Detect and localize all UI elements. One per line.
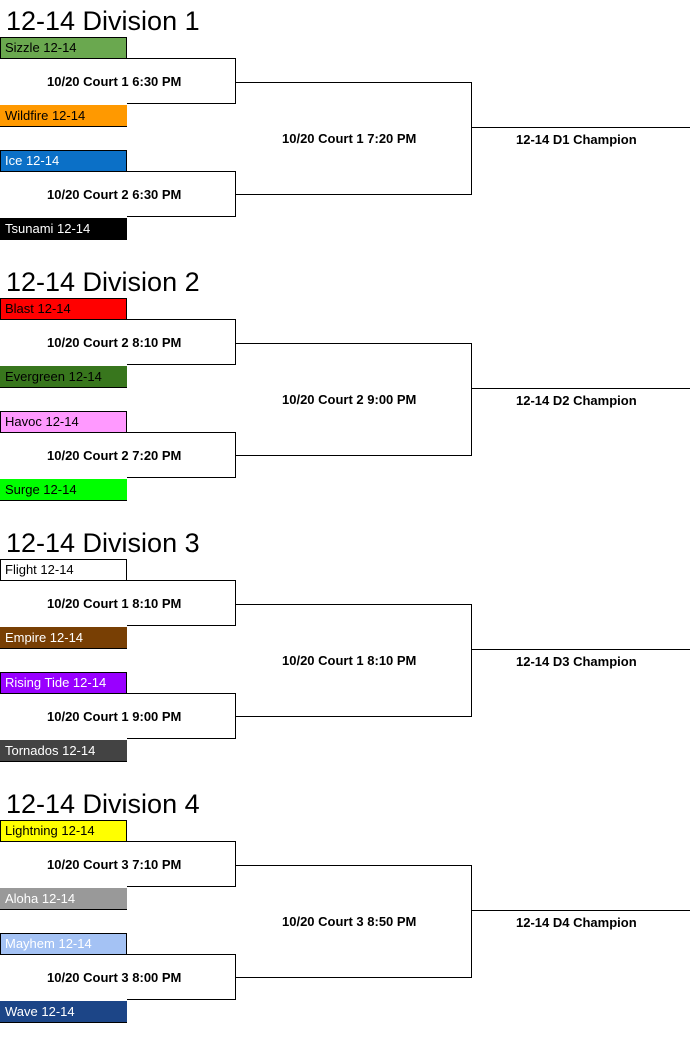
bracket-line — [471, 127, 690, 128]
bracket-line — [235, 977, 472, 978]
bracket-line — [127, 738, 236, 739]
bracket-line — [127, 693, 236, 694]
bracket-line — [471, 910, 690, 911]
bracket-line — [127, 999, 236, 1000]
division-1: 12-14 Division 1 Sizzle 12-14 Wildfire 1… — [0, 5, 690, 266]
bracket-line — [471, 865, 472, 978]
bracket-line — [471, 388, 690, 389]
division-2: 12-14 Division 2 Blast 12-14 Evergreen 1… — [0, 266, 690, 527]
bracket-line — [127, 625, 236, 626]
bracket-line — [235, 343, 472, 344]
game-label: 10/20 Court 2 6:30 PM — [47, 187, 182, 202]
champion-label: 12-14 D2 Champion — [516, 393, 637, 408]
bracket-line — [235, 865, 472, 866]
bracket-line — [471, 343, 472, 456]
final-game-label: 10/20 Court 1 7:20 PM — [282, 131, 417, 146]
division-title: 12-14 Division 1 — [6, 6, 200, 36]
bracket-line — [127, 58, 236, 59]
team-slot-2: Empire 12-14 — [0, 627, 127, 649]
team-slot-2: Aloha 12-14 — [0, 888, 127, 910]
bracket-line — [127, 886, 236, 887]
bracket-line — [471, 649, 690, 650]
division-4: 12-14 Division 4 Lightning 12-14 Aloha 1… — [0, 788, 690, 1049]
bracket-line — [235, 580, 236, 626]
bracket-line — [127, 477, 236, 478]
team-slot-3: Havoc 12-14 — [0, 411, 127, 433]
team-slot-1: Lightning 12-14 — [0, 820, 127, 842]
bracket-line — [127, 580, 236, 581]
bracket-line — [235, 604, 472, 605]
team-slot-2: Evergreen 12-14 — [0, 366, 127, 388]
bracket-line — [127, 171, 236, 172]
game-label: 10/20 Court 3 7:10 PM — [47, 857, 182, 872]
team-slot-3: Ice 12-14 — [0, 150, 127, 172]
bracket-line — [235, 716, 472, 717]
team-slot-4: Surge 12-14 — [0, 479, 127, 501]
team-slot-1: Sizzle 12-14 — [0, 37, 127, 59]
bracket-line — [235, 319, 236, 365]
champion-label: 12-14 D4 Champion — [516, 915, 637, 930]
bracket-line — [127, 841, 236, 842]
bracket-line — [127, 954, 236, 955]
final-game-label: 10/20 Court 1 8:10 PM — [282, 653, 417, 668]
game-label: 10/20 Court 2 7:20 PM — [47, 448, 182, 463]
game-label: 10/20 Court 3 8:00 PM — [47, 970, 182, 985]
bracket-line — [235, 194, 472, 195]
bracket-line — [127, 432, 236, 433]
team-slot-2: Wildfire 12-14 — [0, 105, 127, 127]
bracket-line — [235, 841, 236, 887]
team-slot-4: Tsunami 12-14 — [0, 218, 127, 240]
bracket-line — [127, 103, 236, 104]
division-title: 12-14 Division 2 — [6, 267, 200, 297]
bracket-line — [235, 82, 472, 83]
division-title: 12-14 Division 3 — [6, 528, 200, 558]
team-slot-3: Rising Tide 12-14 — [0, 672, 127, 694]
bracket-line — [471, 82, 472, 195]
team-slot-1: Flight 12-14 — [0, 559, 127, 581]
bracket-line — [127, 216, 236, 217]
bracket-line — [235, 455, 472, 456]
team-slot-4: Tornados 12-14 — [0, 740, 127, 762]
game-label: 10/20 Court 1 9:00 PM — [47, 709, 182, 724]
bracket-line — [235, 58, 236, 104]
team-slot-4: Wave 12-14 — [0, 1001, 127, 1023]
champion-label: 12-14 D1 Champion — [516, 132, 637, 147]
bracket-line — [127, 364, 236, 365]
champion-label: 12-14 D3 Champion — [516, 654, 637, 669]
team-slot-1: Blast 12-14 — [0, 298, 127, 320]
game-label: 10/20 Court 2 8:10 PM — [47, 335, 182, 350]
division-3: 12-14 Division 3 Flight 12-14 Empire 12-… — [0, 527, 690, 788]
team-slot-3: Mayhem 12-14 — [0, 933, 127, 955]
bracket-line — [471, 604, 472, 717]
final-game-label: 10/20 Court 3 8:50 PM — [282, 914, 417, 929]
game-label: 10/20 Court 1 8:10 PM — [47, 596, 182, 611]
bracket-line — [127, 319, 236, 320]
final-game-label: 10/20 Court 2 9:00 PM — [282, 392, 417, 407]
division-title: 12-14 Division 4 — [6, 789, 200, 819]
game-label: 10/20 Court 1 6:30 PM — [47, 74, 182, 89]
